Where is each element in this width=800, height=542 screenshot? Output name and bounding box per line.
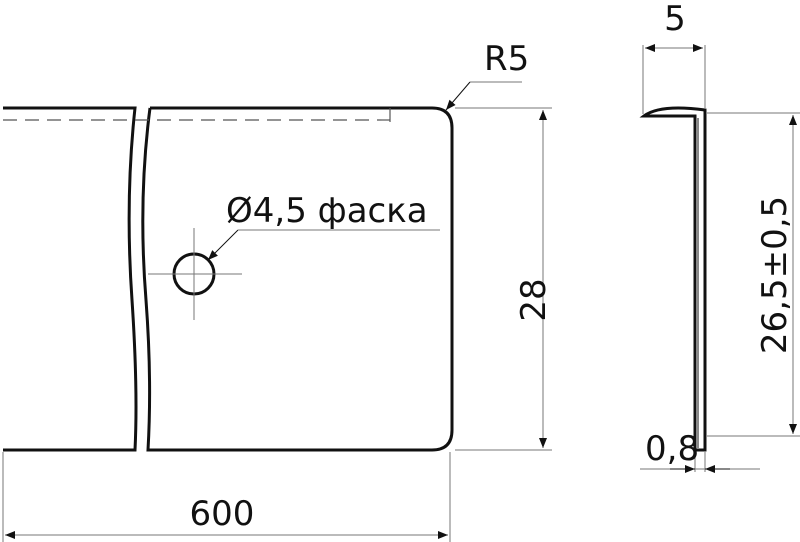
radius-label: R5 <box>484 39 529 79</box>
flange-label: 5 <box>664 0 686 39</box>
height-label: 28 <box>514 278 554 321</box>
hole-leader <box>207 229 239 261</box>
hole-label: Ø4,5 фаска <box>226 191 428 231</box>
radius-leader <box>445 81 471 111</box>
profile-height-label: 26,5±0,5 <box>755 196 795 354</box>
plate-front-view <box>3 106 454 452</box>
length-label: 600 <box>190 494 255 534</box>
profile-section-view <box>639 106 707 452</box>
thickness-label: 0,8 <box>645 429 699 469</box>
